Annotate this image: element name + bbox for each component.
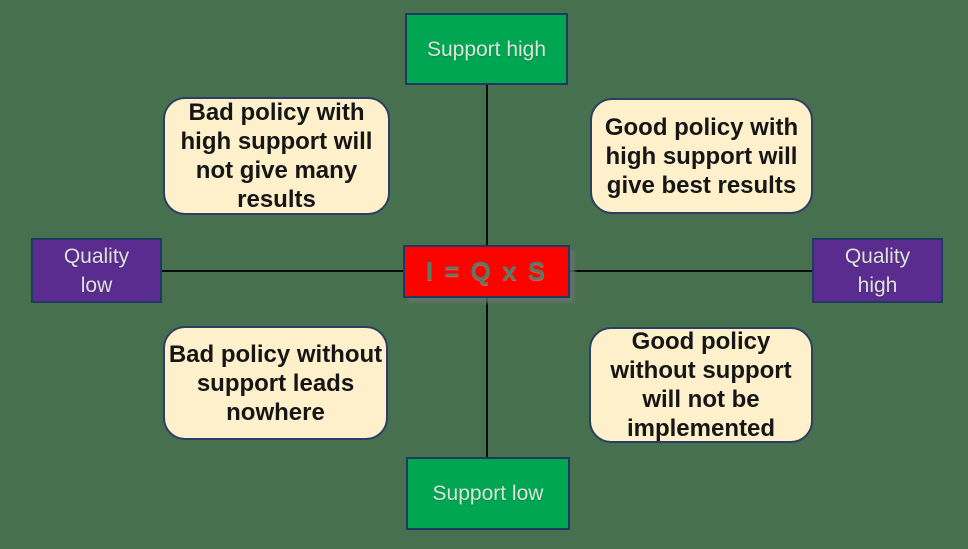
axis-label-box-support-low: Support low	[406, 457, 570, 530]
support-high-label: Support high	[426, 37, 547, 61]
quadrant-text-bottom-left: Bad policy without support leads nowhere	[168, 340, 383, 426]
axis-label-box-quality-high: Quality high	[812, 238, 943, 303]
quality-high-label: Quality high	[844, 244, 911, 297]
quality-low-label: Quality low	[63, 244, 130, 297]
quadrant-text-bottom-right: Good policy without support will not be …	[610, 328, 792, 442]
axis-label-box-support-high: Support high	[405, 13, 568, 85]
axis-label-box-quality-low: Quality low	[31, 238, 162, 303]
quadrant-box-top-left: Bad policy with high support will not gi…	[163, 97, 390, 215]
support-low-label: Support low	[432, 482, 544, 505]
quadrant-text-top-right: Good policy with high support will give …	[604, 113, 799, 199]
quadrant-box-bottom-left: Bad policy without support leads nowhere	[163, 326, 388, 440]
quadrant-box-bottom-right: Good policy without support will not be …	[589, 327, 813, 443]
quadrant-text-top-left: Bad policy with high support will not gi…	[180, 99, 373, 213]
formula-text: I = Q x S	[425, 256, 548, 286]
center-formula-box: I = Q x S	[403, 245, 570, 298]
quadrant-box-top-right: Good policy with high support will give …	[590, 98, 813, 214]
